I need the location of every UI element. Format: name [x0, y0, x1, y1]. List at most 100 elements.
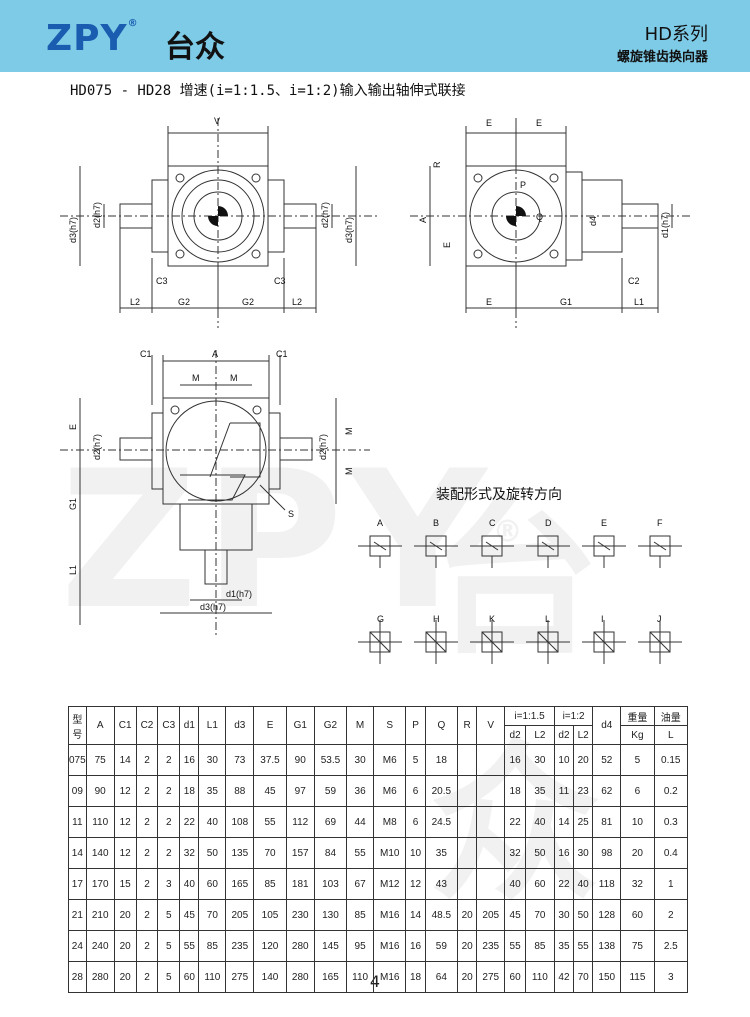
table-cell: 20	[573, 744, 594, 776]
table-cell: 24	[68, 930, 87, 962]
table-cell: 75	[85, 744, 115, 776]
table-cell: 14	[68, 837, 87, 869]
table-cell: 20	[113, 930, 137, 962]
table-cell: 09	[68, 775, 87, 807]
table-cell: 11	[68, 806, 87, 838]
table-cell: 22	[179, 806, 200, 838]
table-cell: 69	[313, 806, 348, 838]
table-cell: 35	[553, 930, 575, 962]
table-cell: 18	[504, 775, 526, 807]
col-header-V: V	[476, 706, 506, 745]
brand-name-cn: 台众	[165, 30, 225, 65]
assembly-form: H	[414, 614, 458, 664]
dim-d3: d3(h7)	[200, 602, 226, 612]
dim-d1: d1(h7)	[660, 212, 670, 238]
col-header-E: E	[253, 706, 287, 745]
dim-d2: d2(h7)	[92, 434, 102, 460]
table-cell: 275	[476, 961, 506, 993]
table-cell: 14	[405, 899, 426, 931]
table-cell: 50	[524, 837, 555, 869]
table-cell	[457, 837, 478, 869]
series-subtitle: 螺旋锥齿换向器	[616, 50, 708, 65]
dim-d2-right: d2(h7)	[318, 434, 328, 460]
table-cell: M8	[373, 806, 407, 838]
drawing-side-view: E E R A E P Q d4 d1(h7) C2 E G1 L1	[410, 118, 690, 328]
table-cell: 5	[405, 744, 426, 776]
col-header-C2: C2	[135, 706, 159, 745]
col-header-L1: L1	[198, 706, 227, 745]
table-cell: 95	[346, 930, 375, 962]
assembly-form-label: I	[601, 614, 604, 624]
table-cell: 37.5	[253, 744, 287, 776]
col-header-d3: d3	[225, 706, 255, 745]
table-cell: 64	[424, 961, 459, 993]
table-cell: 230	[285, 899, 315, 931]
table-cell: 32	[504, 837, 526, 869]
table-cell: 12	[113, 806, 137, 838]
table-cell: 17	[68, 868, 87, 900]
table-cell: 112	[285, 806, 315, 838]
table-cell: 165	[313, 961, 348, 993]
table-cell: 55	[179, 930, 200, 962]
dim-d4: d4	[588, 216, 598, 226]
col-header-d1: d1	[179, 706, 200, 745]
table-cell: 60	[524, 868, 555, 900]
table-cell: 2	[135, 899, 159, 931]
table-cell	[476, 837, 506, 869]
table-cell: 42	[553, 961, 575, 993]
dim-G1: G1	[560, 297, 572, 307]
table-cell: 5	[157, 930, 181, 962]
table-cell	[476, 775, 506, 807]
table-cell: 22	[504, 806, 526, 838]
dim-L1: L1	[634, 297, 644, 307]
table-cell: 90	[85, 775, 115, 807]
table-cell: 10	[405, 837, 426, 869]
table-cell: 12	[113, 837, 137, 869]
table-cell: 60	[620, 899, 655, 931]
dim-S: S	[288, 509, 294, 519]
table-cell: 2	[653, 899, 689, 931]
table-cell: 85	[253, 868, 287, 900]
table-cell: 32	[620, 868, 655, 900]
table-cell: 70	[253, 837, 287, 869]
table-cell: 235	[225, 930, 255, 962]
table-cell: M12	[373, 868, 407, 900]
page-header	[0, 0, 750, 72]
table-cell: M6	[373, 775, 407, 807]
table-cell: 280	[85, 961, 115, 993]
table-cell: 70	[198, 899, 227, 931]
assembly-form: D	[526, 518, 570, 568]
table-cell: 20	[457, 899, 478, 931]
table-cell: 45	[179, 899, 200, 931]
table-cell: 120	[253, 930, 287, 962]
table-cell: 21	[68, 899, 87, 931]
table-cell: 62	[592, 775, 622, 807]
table-cell: 235	[476, 930, 506, 962]
table-cell: 84	[313, 837, 348, 869]
table-cell: 40	[524, 806, 555, 838]
assembly-form-label: B	[433, 518, 439, 528]
table-cell: 48.5	[424, 899, 459, 931]
col-header-model: 型号	[68, 706, 87, 745]
dim-V: V	[214, 116, 220, 126]
table-cell: 2.5	[653, 930, 689, 962]
assembly-form-label: F	[657, 518, 663, 528]
table-cell: 59	[313, 775, 348, 807]
dim-M: M	[192, 373, 200, 383]
table-cell: 135	[225, 837, 255, 869]
table-cell: 20	[113, 961, 137, 993]
assembly-form: G	[358, 614, 402, 664]
col-header-G2: G2	[313, 706, 348, 745]
table-cell: 32	[179, 837, 200, 869]
table-cell: 110	[346, 961, 375, 993]
table-cell: 28	[68, 961, 87, 993]
table-cell: 110	[524, 961, 555, 993]
dim-E: E	[68, 424, 78, 430]
table-cell: 16	[504, 744, 526, 776]
table-cell: 75	[620, 930, 655, 962]
table-cell: M10	[373, 837, 407, 869]
